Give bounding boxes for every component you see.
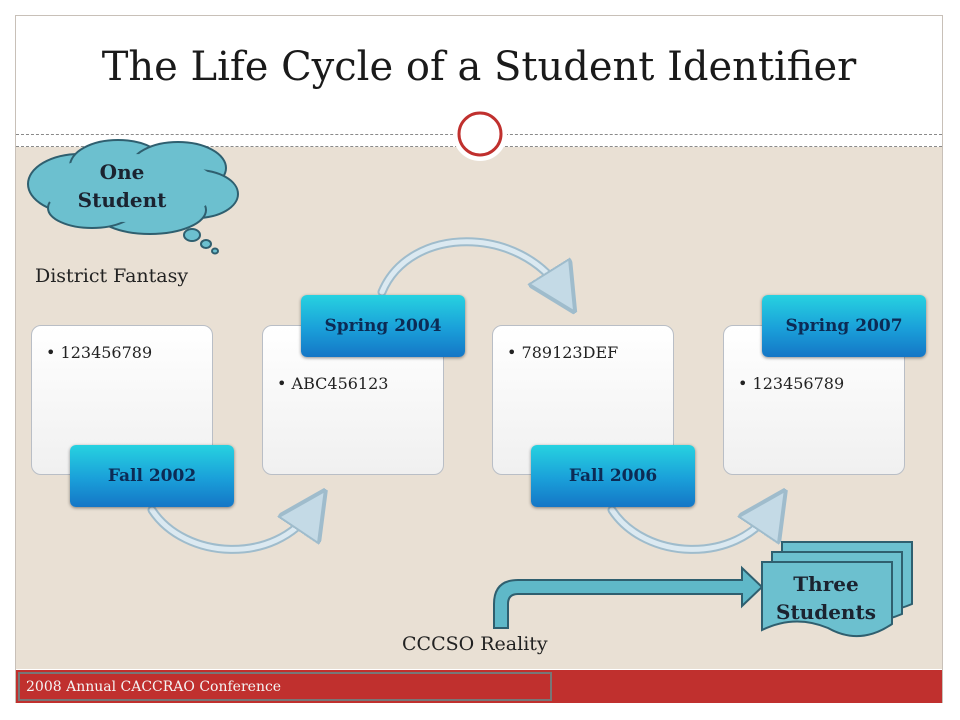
stage-identifier: • ABC456123 (277, 374, 389, 393)
slide-title: The Life Cycle of a Student Identifier (101, 44, 857, 90)
reality-bent-arrow (493, 565, 764, 629)
cccso-reality-label: CCCSO Reality (402, 633, 548, 655)
district-fantasy-label: District Fantasy (35, 265, 189, 287)
cloud-label: One Student (77, 160, 167, 212)
stage-identifier: • 123456789 (738, 374, 845, 393)
stage-term-spring-2004: Spring 2004 (301, 295, 465, 357)
stage-identifier: • 123456789 (46, 343, 153, 362)
divider-ornament (453, 107, 507, 161)
cloud-callout (27, 139, 239, 255)
stage-term-spring-2007: Spring 2007 (762, 295, 926, 357)
stage-identifier: • 789123DEF (507, 343, 619, 362)
stage-term-fall-2002: Fall 2002 (70, 445, 234, 507)
three-students-label: Three Students (776, 572, 876, 624)
footer-box (18, 672, 552, 701)
three-students-documents (761, 541, 913, 638)
footer-text: 2008 Annual CACCRAO Conference (26, 679, 282, 695)
connector-arrows (147, 237, 772, 554)
stage-term-fall-2006: Fall 2006 (531, 445, 695, 507)
